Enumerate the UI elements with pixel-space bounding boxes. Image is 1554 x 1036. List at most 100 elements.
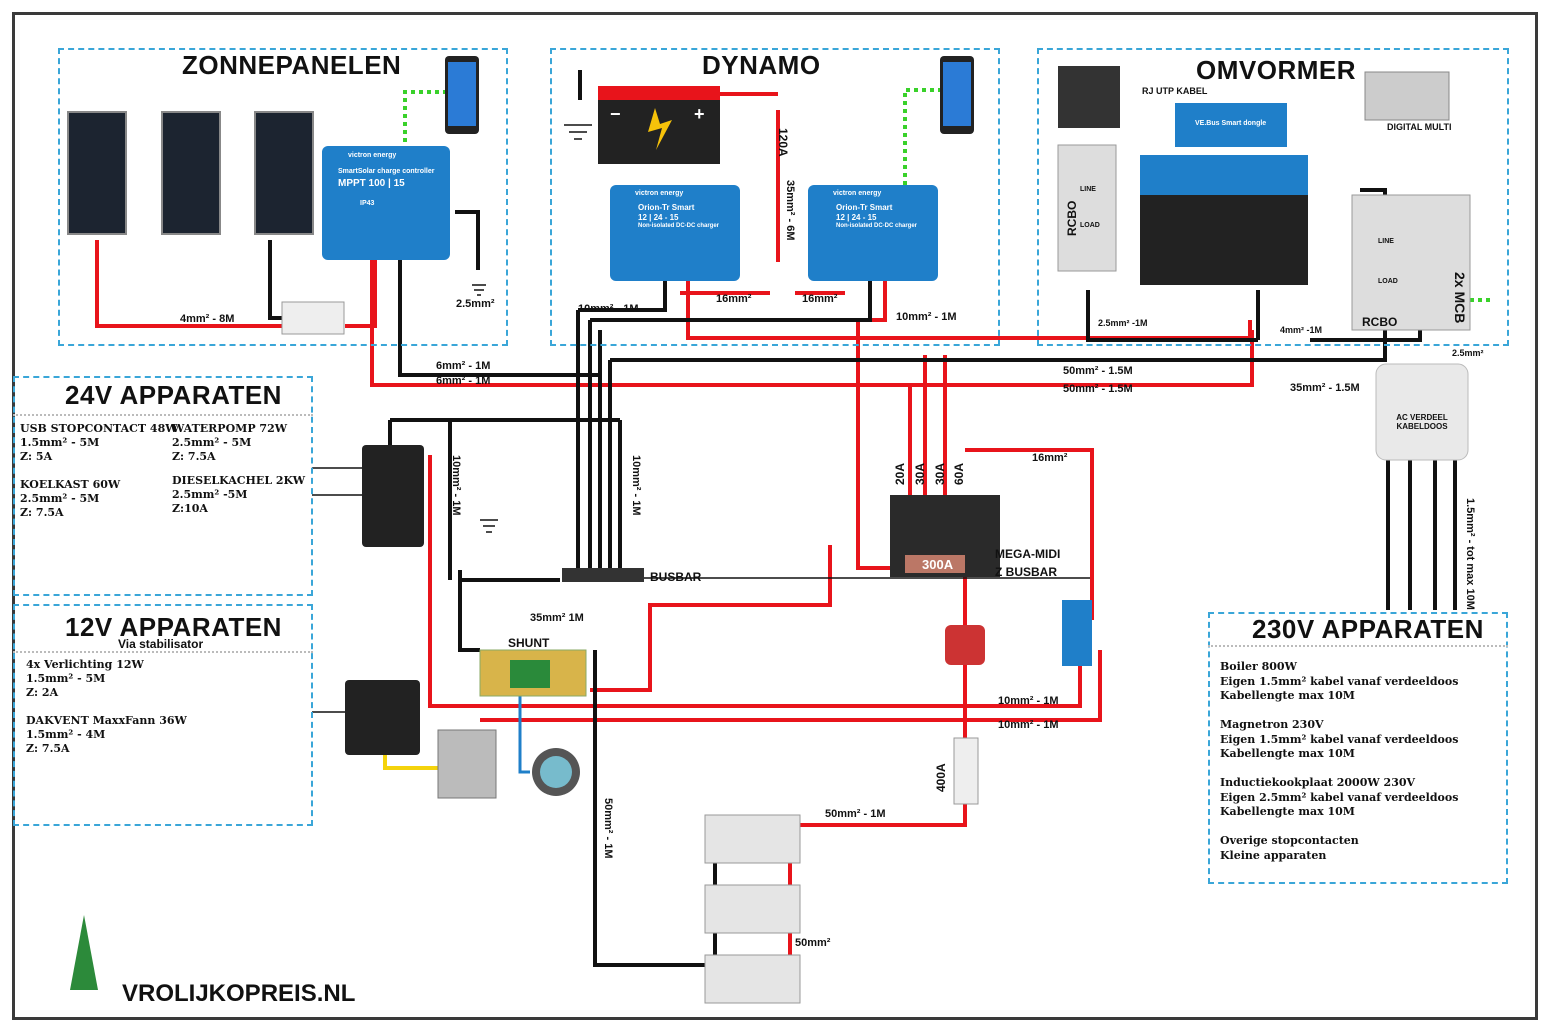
list-item — [1220, 704, 1458, 719]
list-item: 1.5mm² - 5M — [20, 436, 100, 449]
cable-label: 50mm² - 1.5M — [1063, 383, 1133, 395]
list-item: 2.5mm² - 5M — [20, 492, 100, 505]
shunt-label: SHUNT — [508, 636, 550, 650]
title-12v: 12V APPARATEN — [65, 612, 282, 642]
list-item: Z: 5A — [20, 450, 53, 463]
cable-label: 10mm² - 1M — [578, 303, 639, 315]
cable-label: 16mm² — [1032, 452, 1068, 464]
list-item: Overige stopcontacten — [1220, 834, 1359, 847]
fuse-120-label: 120A — [776, 128, 790, 157]
cable-label: 10mm² - 1M — [998, 719, 1059, 731]
list-item: Z: 7.5A — [26, 742, 70, 755]
rcbo-line: LINE — [1080, 186, 1096, 193]
battery-minus: − — [610, 104, 621, 124]
list-item: Kleine apparaten — [1220, 848, 1327, 862]
cable-label: 50mm² — [795, 937, 831, 949]
cable-label: 4mm² -1M — [1280, 325, 1323, 335]
orion-1-model: 12 | 24 - 15 — [638, 213, 679, 222]
orion-2-sub: Non-isolated DC-DC charger — [836, 223, 918, 229]
list-item — [1220, 762, 1458, 777]
megamidi-label: MEGA-MIDI Z BUSBAR — [995, 547, 1061, 579]
mppt-name: SmartSolar charge controller — [338, 168, 435, 175]
list-item — [26, 700, 187, 714]
orion-2-name: Orion-Tr Smart — [836, 203, 893, 212]
mcb-label: 2x MCB — [1452, 272, 1468, 324]
ac-box-label: AC VERDEEL KABELDOOS — [1396, 413, 1448, 431]
box-12v — [13, 604, 313, 826]
list-item: Eigen 1.5mm² kabel vanaf verdeeldoos — [1220, 674, 1459, 688]
orion-2-model: 12 | 24 - 15 — [836, 213, 877, 222]
divider-24v — [13, 414, 313, 416]
orion-1-name: Orion-Tr Smart — [638, 203, 695, 212]
starter-battery — [598, 86, 720, 164]
busbar-label: BUSBAR — [650, 570, 702, 584]
title-24v: 24V APPARATEN — [65, 380, 282, 410]
list-24v-col2: WATERPOMP 72W 2.5mm² - 5M Z: 7.5A DIESEL… — [172, 422, 305, 516]
fuse-20-label: 20A — [893, 462, 907, 485]
orion-2-brand: victron energy — [833, 190, 882, 197]
mppt-model: MPPT 100 | 15 — [338, 178, 405, 189]
list-230v: Boiler 800W Eigen 1.5mm² kabel vanaf ver… — [1220, 660, 1458, 863]
fuse-30a-label: 30A — [913, 462, 927, 485]
fuse-60-label: 60A — [952, 462, 966, 485]
list-item: 1.5mm² - 4M — [26, 728, 106, 741]
fuse-400-label: 400A — [934, 763, 948, 792]
cable-label: 35mm² 1M — [530, 612, 584, 624]
orion-1-sub: Non-isolated DC-DC charger — [638, 223, 720, 229]
list-item — [1220, 820, 1458, 835]
mppt-brand: victron energy — [348, 152, 397, 159]
list-item — [172, 464, 305, 474]
list-item: Magnetron 230V — [1220, 718, 1324, 731]
solar-panels — [67, 111, 314, 235]
fuse-30b-label: 30A — [933, 462, 947, 485]
list-item: Z: 7.5A — [172, 450, 216, 463]
list-item: Eigen 1.5mm² kabel vanaf verdeeldoos — [1220, 732, 1459, 746]
cable-label: 10mm² - 1M — [896, 311, 957, 323]
mcb-load: LOAD — [1378, 278, 1398, 285]
cable-label: 2.5mm² -1M — [1098, 318, 1148, 328]
list-item: Kabellengte max 10M — [1220, 747, 1355, 760]
divider-230v — [1208, 645, 1508, 647]
mppt-rating: IP43 — [360, 200, 375, 207]
cable-label: 2.5mm² — [456, 298, 495, 310]
rj-label: RJ UTP KABEL — [1142, 86, 1208, 96]
cable-label: 35mm² - 1.5M — [1290, 382, 1360, 394]
list-12v: 4x Verlichting 12W 1.5mm² - 5M Z: 2A DAK… — [26, 658, 187, 756]
logo-tree-icon — [70, 915, 98, 990]
solar-box — [58, 48, 508, 346]
mcb-line: LINE — [1378, 238, 1394, 245]
list-item — [20, 464, 178, 478]
rcbo-load: LOAD — [1080, 222, 1100, 229]
cable-label: 10mm² - 1M — [450, 455, 462, 516]
battery-plus: + — [694, 104, 705, 124]
cable-label: 10mm² - 1M — [630, 455, 642, 516]
list-item: Z: 7.5A — [20, 506, 64, 519]
list-item: Eigen 2.5mm² kabel vanaf verdeeldoos — [1220, 790, 1459, 804]
list-item: 2.5mm² -5M — [172, 488, 248, 501]
list-24v-col1: USB STOPCONTACT 48W 1.5mm² - 5M Z: 5A KO… — [20, 422, 178, 520]
subtitle-12v: Via stabilisator — [118, 637, 204, 651]
cable-label: 35mm² - 6M — [784, 180, 796, 241]
list-item: Z: 2A — [26, 686, 59, 699]
cable-label: 4mm² - 8M — [180, 313, 235, 325]
vebus-label: VE.Bus Smart dongle — [1195, 120, 1267, 127]
list-item: Kabellengte max 10M — [1220, 689, 1355, 702]
list-item: 4x Verlichting 12W — [26, 658, 144, 671]
title-230v: 230V APPARATEN — [1252, 614, 1484, 644]
cable-label: 50mm² - 1M — [825, 808, 886, 820]
cable-label: 2.5mm² — [1452, 348, 1484, 358]
list-item: KOELKAST 60W — [20, 478, 121, 491]
list-item: Inductiekookplaat 2000W 230V — [1220, 776, 1416, 789]
list-item: 2.5mm² - 5M — [172, 436, 252, 449]
list-item: DAKVENT MaxxFann 36W — [26, 714, 187, 727]
rcbo-label: RCBO — [1065, 200, 1079, 236]
dynamo-title: DYNAMO — [702, 50, 821, 80]
divider-12v — [13, 651, 313, 653]
cable-label: 6mm² - 1M — [436, 375, 491, 387]
cable-label: 6mm² - 1M — [436, 360, 491, 372]
brand-text: VROLIJKOPREIS.NL — [122, 980, 356, 1007]
cable-label: 16mm² — [802, 293, 838, 305]
cable-label: 50mm² - 1M — [602, 798, 614, 859]
dynamo-box — [550, 48, 1000, 346]
